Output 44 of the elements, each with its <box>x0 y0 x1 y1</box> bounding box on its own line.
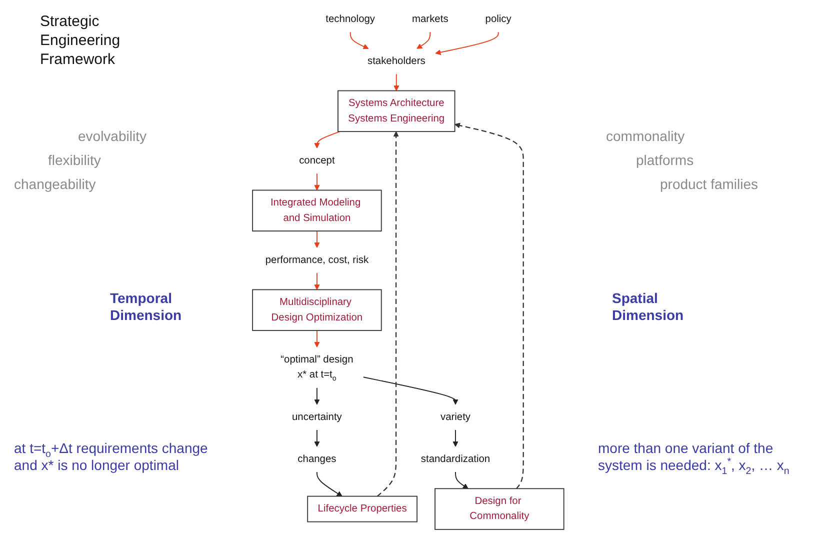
arrow <box>314 272 320 290</box>
process-box: Lifecycle Properties <box>307 496 418 522</box>
arrow <box>314 173 320 190</box>
annotation-text: commonality <box>606 128 685 145</box>
annotation-text: flexibility <box>48 152 101 169</box>
text-label: changes <box>298 454 337 464</box>
arrow <box>453 429 459 447</box>
arrow <box>455 472 469 489</box>
annotation-text: changeability <box>14 176 96 193</box>
text-label: policy <box>486 14 512 24</box>
arrow <box>454 122 524 489</box>
diagram-title: Strategic Engineering Framework <box>40 12 122 69</box>
process-box: Multidisciplinary Design Optimization <box>252 289 382 331</box>
text-label: stakeholders <box>368 56 426 66</box>
annotation-text: evolvability <box>78 128 146 145</box>
dimension-label: Temporal Dimension <box>110 290 183 324</box>
arrow <box>314 131 341 148</box>
text-label: “optimal” design x* at t=t$_{o}$ <box>280 354 354 382</box>
process-box: Integrated Modeling and Simulation <box>252 190 382 232</box>
arrow <box>363 376 459 405</box>
text-label: uncertainty <box>292 411 342 422</box>
arrow <box>314 230 320 248</box>
annotation-text: product families <box>660 176 758 193</box>
arrow <box>314 330 320 348</box>
process-box: Systems Architecture Systems Engineering <box>338 90 456 132</box>
annotation-text: platforms <box>636 152 694 169</box>
arrow <box>394 74 400 91</box>
dimension-label: Spatial Dimension <box>612 290 685 324</box>
text-label: variety <box>440 411 471 422</box>
text-label: performance, cost, risk <box>266 254 369 266</box>
text-label: technology <box>326 14 376 24</box>
arrow <box>314 429 320 447</box>
note-text: at t=t$_{o}$+Δt requirements change and x* is no longer optimal <box>14 440 209 474</box>
arrow <box>314 387 320 405</box>
text-label: concept <box>299 155 336 166</box>
arrow <box>350 32 370 50</box>
arrow <box>436 32 500 56</box>
arrow <box>316 472 343 497</box>
arrow <box>377 131 400 497</box>
arrow <box>416 32 431 49</box>
text-label: standardization <box>421 454 490 464</box>
note-text: more than one variant of the system is needed: x$_{1}$$^{*}$, x$_{2}$, … x$_{n}$ <box>598 440 790 474</box>
text-label: markets <box>412 14 449 24</box>
process-box: Design for Commonality <box>434 488 565 530</box>
